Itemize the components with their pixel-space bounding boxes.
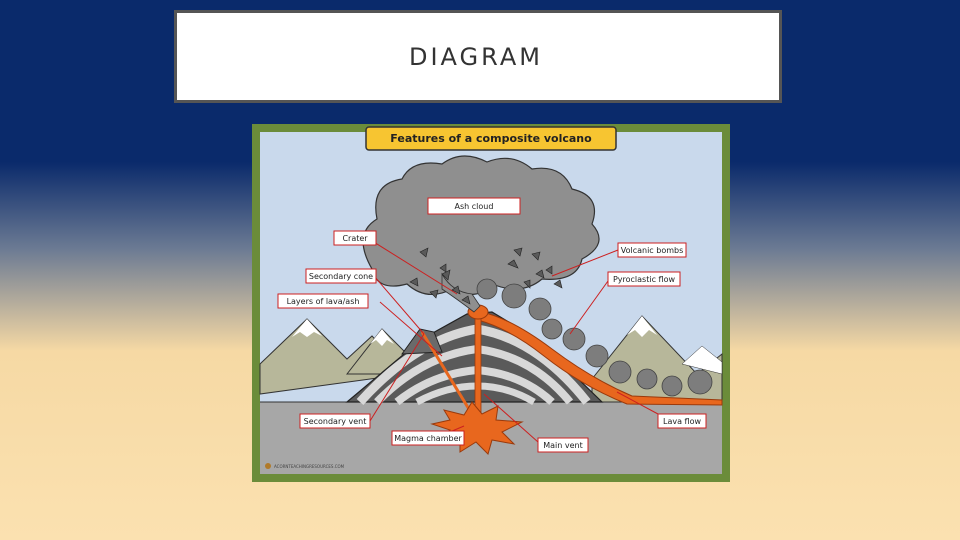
label-pointers <box>368 238 659 443</box>
label-crater: Crater <box>333 230 377 246</box>
svg-text:Volcanic bombs: Volcanic bombs <box>621 246 684 255</box>
label-layers: Layers of lava/ash <box>277 293 369 309</box>
volcano-diagram: Features of a composite volcano Ash clou… <box>259 126 723 474</box>
acorn-logo-icon <box>265 463 271 469</box>
svg-text:Lava flow: Lava flow <box>663 417 701 426</box>
svg-text:Secondary cone: Secondary cone <box>309 272 373 281</box>
diagram-header-box <box>365 126 617 151</box>
volcano-poster: Features of a composite volcano Ash clou… <box>252 124 730 482</box>
svg-text:Pyroclastic flow: Pyroclastic flow <box>613 275 675 284</box>
lava-flow <box>477 311 723 406</box>
svg-text:Secondary vent: Secondary vent <box>304 417 367 426</box>
slide-title: DIAGRAM <box>409 42 543 71</box>
diagram-footer: ACORNTEACHINGRESOURCES.COM <box>274 464 345 469</box>
volcanic-bombs <box>409 247 563 305</box>
label-ash-cloud: Ash cloud <box>427 197 521 215</box>
label-magma-chamber: Magma chamber <box>391 430 465 446</box>
svg-text:Layers of lava/ash: Layers of lava/ash <box>287 297 360 306</box>
label-lava-flow: Lava flow <box>657 413 707 429</box>
svg-text:Crater: Crater <box>342 234 368 243</box>
label-secondary-vent: Secondary vent <box>299 413 371 429</box>
diagram-header: Features of a composite volcano <box>390 132 592 145</box>
label-main-vent: Main vent <box>537 437 589 453</box>
svg-text:Main vent: Main vent <box>543 441 583 450</box>
slide-title-box: DIAGRAM <box>174 10 782 103</box>
label-volcanic-bombs: Volcanic bombs <box>617 242 687 258</box>
label-pyroclastic-flow: Pyroclastic flow <box>607 271 681 287</box>
label-secondary-cone: Secondary cone <box>305 268 377 284</box>
svg-text:Ash cloud: Ash cloud <box>455 202 494 211</box>
svg-text:Magma chamber: Magma chamber <box>394 434 462 443</box>
pyroclastic-flow <box>476 278 713 397</box>
